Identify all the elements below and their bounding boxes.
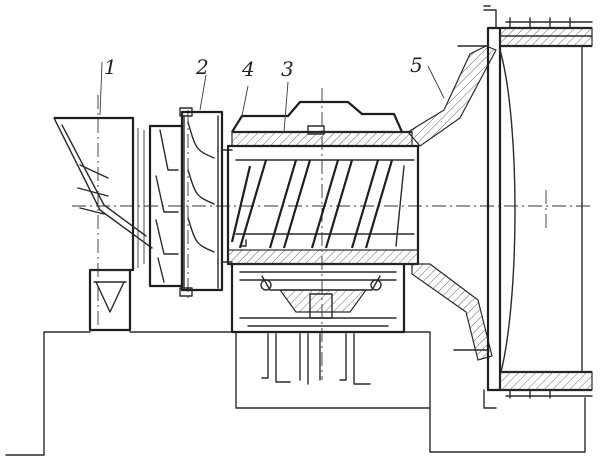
callout-1: 1	[104, 55, 117, 79]
callout-2: 2	[195, 55, 209, 79]
foundation-outline	[5, 331, 586, 456]
feed-rotor	[148, 74, 233, 297]
rotary-kiln-drum	[499, 17, 593, 399]
screw-housing	[226, 85, 420, 266]
feed-hopper	[53, 61, 153, 332]
callout-5: 5	[410, 53, 423, 77]
callout-3: 3	[281, 57, 294, 81]
support-bearing	[230, 264, 406, 385]
callout-4: 4	[241, 57, 255, 81]
callout-labels: 1 2 4 3 5	[104, 53, 423, 81]
kiln-inlet-hood	[407, 5, 516, 409]
screw-conveyor	[230, 81, 415, 249]
